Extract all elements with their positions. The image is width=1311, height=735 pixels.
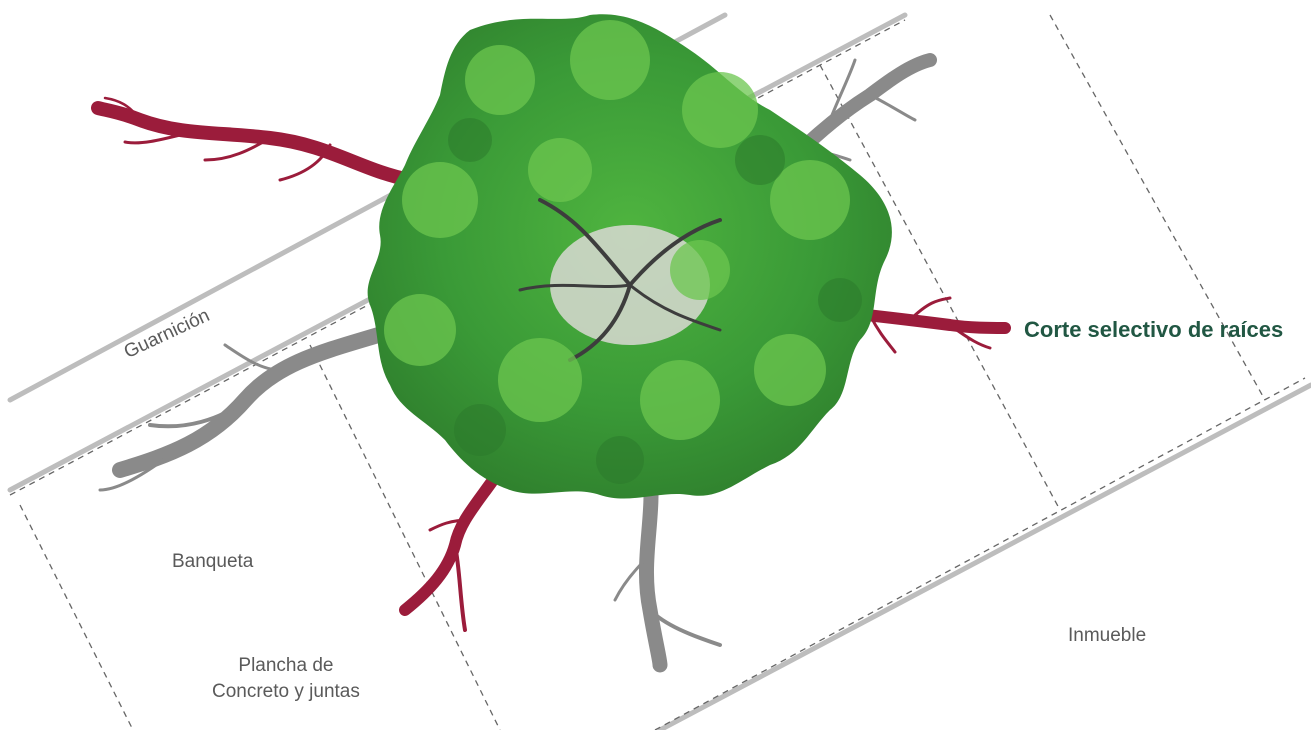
leaf-cluster (384, 294, 456, 366)
label-inmueble: Inmueble (1068, 623, 1146, 649)
leaf-cluster (754, 334, 826, 406)
red-root-top-left-branch-2 (125, 135, 180, 143)
gray-root-bottom (646, 470, 660, 665)
leaf-cluster (770, 160, 850, 240)
label-plancha-line1: Plancha de (212, 653, 360, 679)
tree-canopy-icon (368, 14, 892, 498)
leaf-cluster (682, 72, 758, 148)
gray-root-top-right-branch-2 (870, 95, 915, 120)
callout-corte-selectivo: Corte selectivo de raíces (1024, 317, 1283, 343)
label-banqueta: Banqueta (172, 549, 253, 575)
leaf-shadow (735, 135, 785, 185)
leaf-shadow (448, 118, 492, 162)
label-plancha: Plancha de Concreto y juntas (212, 653, 360, 704)
leaf-cluster (528, 138, 592, 202)
leaf-shadow (596, 436, 644, 484)
red-root-bottom (405, 470, 500, 610)
label-plancha-line2: Concreto y juntas (212, 679, 360, 705)
slab-joint-1 (20, 505, 133, 730)
red-root-bottom-branch (455, 545, 465, 630)
leaf-shadow (818, 278, 862, 322)
leaf-cluster (498, 338, 582, 422)
red-root-top-left (98, 108, 410, 180)
leaf-cluster (465, 45, 535, 115)
leaf-cluster (670, 240, 730, 300)
leaf-cluster (640, 360, 720, 440)
leaf-shadow (454, 404, 506, 456)
leaf-cluster (570, 20, 650, 100)
leaf-cluster (402, 162, 478, 238)
